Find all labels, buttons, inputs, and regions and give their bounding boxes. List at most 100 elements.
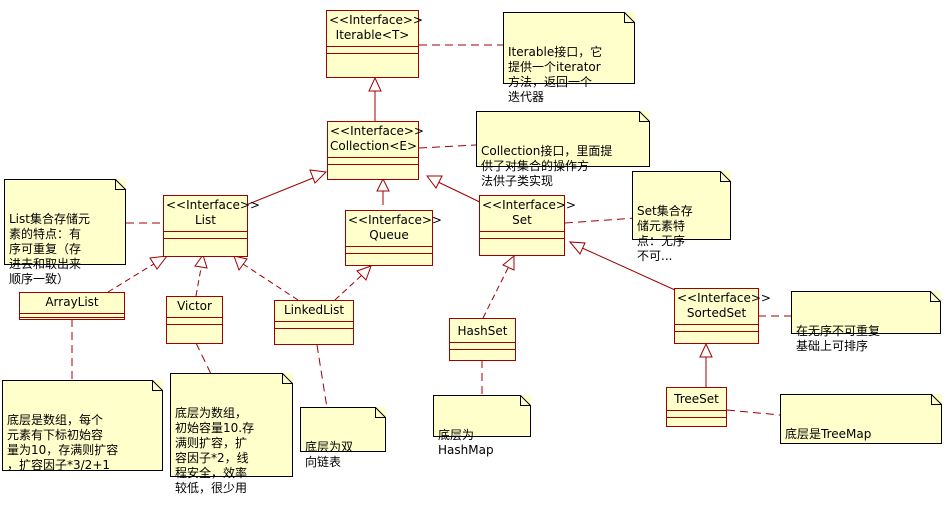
class-collection[interactable]: <<Interface>> Collection<E> bbox=[327, 121, 424, 180]
note-shape bbox=[476, 111, 650, 167]
stereotype-label: <<Interface>> bbox=[677, 291, 771, 305]
uml-class-diagram: <<Interface>> Iterable<T> <<Interface>> … bbox=[2, 10, 942, 495]
class-header: Victor bbox=[167, 297, 222, 318]
triangle-arrow-icon bbox=[309, 169, 328, 184]
triangle-arrow-icon bbox=[356, 265, 372, 281]
note-set[interactable]: Set集合存 储元素特 点：无序 不可... bbox=[632, 171, 731, 263]
class-queue[interactable]: <<Interface>> Queue bbox=[345, 210, 442, 266]
note-link-linkedlist bbox=[316, 344, 328, 409]
class-name: List bbox=[195, 213, 216, 227]
class-list[interactable]: <<Interface>> List bbox=[163, 195, 260, 257]
realization-victor-list bbox=[195, 267, 202, 297]
class-name: Collection<E> bbox=[330, 139, 418, 153]
note-arraylist[interactable]: 底层是数组，每个 元素有下标初始容 量为10，存满则扩容 ，扩容因子*3/2+1 bbox=[2, 380, 163, 472]
note-iterable[interactable]: Iterable接口，它 提供一个iterator 方法，返回一个 迭代器 bbox=[503, 12, 635, 104]
attributes-compartment bbox=[675, 325, 758, 332]
operations-compartment bbox=[164, 239, 247, 256]
triangle-arrow-icon bbox=[502, 254, 515, 271]
note-link-treeset bbox=[726, 409, 781, 416]
attributes-compartment bbox=[667, 411, 726, 418]
stereotype-label: <<Interface>> bbox=[330, 124, 424, 138]
note-text: Collection接口，里面提 供了对集合的操作方 法供子类实现 bbox=[481, 144, 613, 188]
operations-compartment bbox=[675, 332, 758, 343]
note-text: Set集合存 储元素特 点：无序 不可... bbox=[637, 204, 693, 263]
note-text: 底层为 HashMap bbox=[438, 428, 494, 457]
note-sortedset[interactable]: 在无序不可重复 基础上可排序 bbox=[791, 291, 941, 353]
operations-compartment bbox=[450, 350, 515, 360]
class-victor[interactable]: Victor bbox=[166, 296, 223, 344]
class-name: SortedSet bbox=[686, 306, 747, 320]
operations-compartment bbox=[328, 165, 418, 179]
class-header: <<Interface>> Iterable<T> bbox=[327, 11, 423, 47]
triangle-arrow-icon bbox=[376, 177, 390, 192]
class-iterable[interactable]: <<Interface>> Iterable<T> bbox=[326, 10, 423, 78]
attributes-compartment bbox=[20, 314, 124, 318]
class-treeset[interactable]: TreeSet bbox=[666, 387, 727, 427]
attributes-compartment bbox=[346, 247, 432, 254]
note-list[interactable]: List集合存储元 素的特点：有 序可重复（存 进去和取出来 顺序一致） bbox=[4, 179, 126, 286]
class-name: TreeSet bbox=[674, 392, 719, 406]
class-header: LinkedList bbox=[275, 301, 353, 322]
note-hashset[interactable]: 底层为 HashMap bbox=[433, 395, 531, 457]
attributes-compartment bbox=[167, 318, 222, 325]
note-link-collection bbox=[418, 144, 477, 149]
note-text: Iterable接口，它 提供一个iterator 方法，返回一个 迭代器 bbox=[508, 45, 603, 104]
note-text: 底层为双 向链表 bbox=[305, 440, 354, 469]
class-linkedlist[interactable]: LinkedList bbox=[274, 300, 354, 345]
attributes-compartment bbox=[328, 158, 418, 165]
triangle-arrow-icon bbox=[426, 175, 443, 189]
class-header: <<Interface>> SortedSet bbox=[675, 289, 771, 325]
class-name: HashSet bbox=[457, 324, 508, 338]
note-text: List集合存储元 素的特点：有 序可重复（存 进去和取出来 顺序一致） bbox=[9, 212, 90, 286]
stereotype-label: <<Interface>> bbox=[329, 13, 423, 27]
triangle-arrow-icon bbox=[149, 255, 169, 270]
stereotype-label: <<Interface>> bbox=[166, 198, 260, 212]
attributes-compartment bbox=[327, 47, 418, 54]
class-set[interactable]: <<Interface>> Set bbox=[479, 195, 576, 256]
class-header: <<Interface>> Set bbox=[480, 196, 576, 232]
realization-arraylist-list bbox=[107, 261, 158, 293]
class-name: LinkedList bbox=[283, 303, 345, 317]
class-arraylist[interactable]: ArrayList bbox=[19, 292, 125, 320]
note-shape bbox=[791, 291, 941, 334]
triangle-arrow-icon bbox=[568, 241, 586, 255]
note-text: 在无序不可重复 基础上可排序 bbox=[796, 324, 881, 353]
note-shape bbox=[2, 380, 163, 471]
class-name: Iterable<T> bbox=[335, 28, 410, 42]
class-name: Queue bbox=[369, 228, 409, 242]
class-name: Set bbox=[512, 213, 532, 227]
note-shape bbox=[170, 373, 293, 477]
realization-hashset-set bbox=[482, 265, 510, 319]
triangle-arrow-icon bbox=[368, 76, 382, 92]
note-shape bbox=[632, 171, 731, 240]
generalization-set-collection bbox=[435, 180, 487, 206]
operations-compartment bbox=[480, 239, 564, 255]
note-shape bbox=[780, 394, 942, 444]
note-treeset[interactable]: 底层是TreeMap bbox=[780, 394, 942, 444]
operations-compartment bbox=[346, 254, 432, 265]
operations-compartment bbox=[667, 418, 726, 426]
note-shape bbox=[4, 179, 126, 265]
class-name: ArrayList bbox=[45, 295, 99, 309]
attributes-compartment bbox=[275, 322, 353, 329]
class-hashset[interactable]: HashSet bbox=[449, 318, 516, 361]
class-header: TreeSet bbox=[667, 388, 726, 411]
note-shape bbox=[433, 395, 531, 437]
attributes-compartment bbox=[450, 343, 515, 350]
note-text: 底层是TreeMap bbox=[785, 427, 872, 441]
note-victor[interactable]: 底层为数组， 初始容量10.存 满则扩容，扩 容因子*2，线 程安全，效率 较低… bbox=[170, 373, 293, 495]
operations-compartment bbox=[167, 325, 222, 343]
class-name: Victor bbox=[177, 299, 212, 313]
generalization-sortedset-set bbox=[579, 246, 676, 291]
class-header: <<Interface>> Queue bbox=[346, 211, 442, 247]
stereotype-label: <<Interface>> bbox=[348, 213, 442, 227]
triangle-arrow-icon bbox=[699, 342, 713, 358]
triangle-arrow-icon bbox=[194, 253, 208, 269]
class-header: <<Interface>> List bbox=[164, 196, 260, 232]
class-sortedset[interactable]: <<Interface>> SortedSet bbox=[674, 288, 771, 344]
note-collection[interactable]: Collection接口，里面提 供了对集合的操作方 法供子类实现 bbox=[476, 111, 650, 188]
generalization-list-collection bbox=[245, 175, 319, 206]
note-linkedlist[interactable]: 底层为双 向链表 bbox=[300, 407, 386, 469]
class-header: HashSet bbox=[450, 319, 515, 343]
note-shape bbox=[300, 407, 386, 452]
